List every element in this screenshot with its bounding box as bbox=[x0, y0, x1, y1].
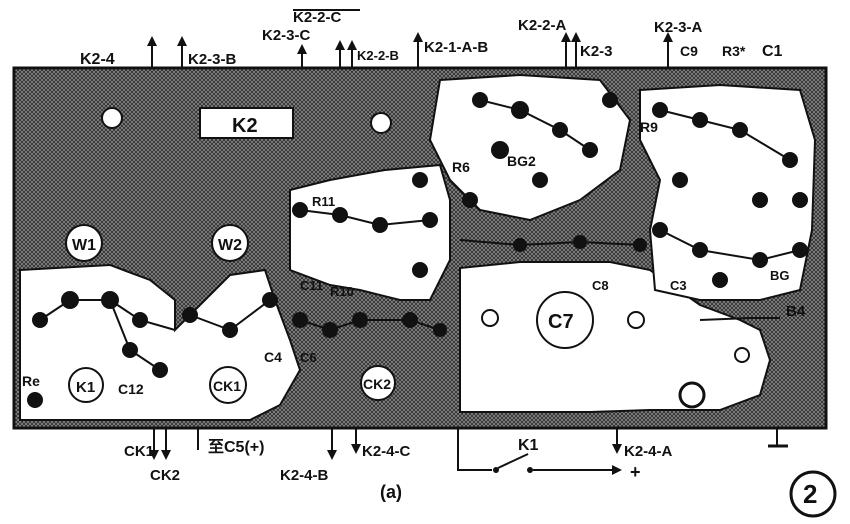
top-lead-wires bbox=[147, 32, 673, 68]
board-island-right bbox=[639, 83, 817, 301]
mounting-hole bbox=[678, 381, 706, 409]
board-label-k2: K2 bbox=[232, 115, 258, 137]
mounting-hole bbox=[627, 311, 645, 329]
top-label-k2-3-b: K2-3-B bbox=[188, 51, 237, 68]
capacitor-c7-outline bbox=[536, 291, 594, 349]
pcb-traces bbox=[39, 99, 801, 371]
board-island-left bbox=[19, 263, 302, 421]
top-label-k2-1-a-b: K2-1-A-B bbox=[424, 39, 488, 56]
board-label-k1: K1 bbox=[76, 379, 95, 396]
bottom-label-k1: K1 bbox=[518, 437, 539, 454]
board-label-b4: B4 bbox=[786, 303, 806, 320]
top-label-k2-4: K2-4 bbox=[80, 51, 115, 68]
k2-switch-body bbox=[199, 107, 294, 139]
figure-sublabel: (a) bbox=[380, 482, 402, 502]
bottom-lead-wires bbox=[149, 428, 788, 460]
switch-k1 bbox=[457, 428, 622, 475]
board-label-c4: C4 bbox=[264, 349, 282, 365]
board-label-c9: C9 bbox=[680, 43, 698, 59]
bottom-label-ck1: CK1 bbox=[124, 443, 154, 460]
potentiometer-w1 bbox=[65, 224, 103, 262]
board-label-c7: C7 bbox=[548, 311, 574, 333]
mounting-hole bbox=[101, 107, 123, 129]
top-label-k2-3-c: K2-3-C bbox=[262, 27, 311, 44]
jack-k1 bbox=[68, 367, 104, 403]
bottom-label-c5: 至C5(+) bbox=[208, 438, 264, 456]
top-label-k2-3: K2-3 bbox=[580, 43, 613, 60]
board-label-c1: C1 bbox=[762, 43, 783, 60]
top-label-k2-2-c: K2-2-C bbox=[293, 9, 342, 26]
board-label-r6: R6 bbox=[452, 159, 470, 175]
mounting-hole bbox=[370, 112, 392, 134]
bottom-label-k2-4-a: K2-4-A bbox=[624, 443, 673, 460]
top-label-k2-3-a: K2-3-A bbox=[654, 19, 703, 36]
board-label-r11: R11 bbox=[312, 194, 335, 209]
top-label-k2-2-b: K2-2-B bbox=[357, 48, 399, 63]
board-island-bottom bbox=[459, 261, 772, 413]
board-label-w2: W2 bbox=[218, 237, 242, 254]
bottom-label-ck2: CK2 bbox=[150, 467, 180, 484]
board-label-r10: R10 bbox=[330, 284, 354, 299]
board-label-re: Re bbox=[22, 373, 40, 389]
figure-number-ring bbox=[789, 470, 837, 518]
bottom-label-k2-4-b: K2-4-B bbox=[280, 467, 329, 484]
board-label-c8: C8 bbox=[592, 278, 609, 293]
board-label-ck1: CK1 bbox=[213, 378, 241, 394]
board-label-bg2: BG2 bbox=[507, 153, 536, 169]
bottom-label-k2-4-c: K2-4-C bbox=[362, 443, 411, 460]
board-label-c3: C3 bbox=[670, 278, 687, 293]
top-label-k2-2-a: K2-2-A bbox=[518, 17, 567, 34]
board-label-c12: C12 bbox=[118, 381, 144, 397]
jack-ck1 bbox=[209, 366, 247, 404]
board-island-center bbox=[289, 163, 451, 301]
figure-number: 2 bbox=[803, 479, 817, 509]
board-label-c11: C11 bbox=[300, 278, 323, 293]
board-island-top-right bbox=[428, 73, 632, 222]
jack-ck2 bbox=[360, 365, 396, 401]
board-label-w1: W1 bbox=[72, 237, 96, 254]
bottom-label-plus: + bbox=[630, 462, 641, 482]
mounting-hole bbox=[734, 347, 750, 363]
solder-pads bbox=[27, 92, 808, 408]
board-label-r9: R9 bbox=[640, 119, 658, 135]
mounting-hole bbox=[481, 309, 499, 327]
board-label-r3: R3* bbox=[722, 43, 746, 59]
board-label-bg: BG bbox=[770, 268, 790, 283]
board-label-ck2: CK2 bbox=[363, 376, 391, 392]
board-label-c6: C6 bbox=[300, 350, 317, 365]
potentiometer-w2 bbox=[211, 224, 249, 262]
